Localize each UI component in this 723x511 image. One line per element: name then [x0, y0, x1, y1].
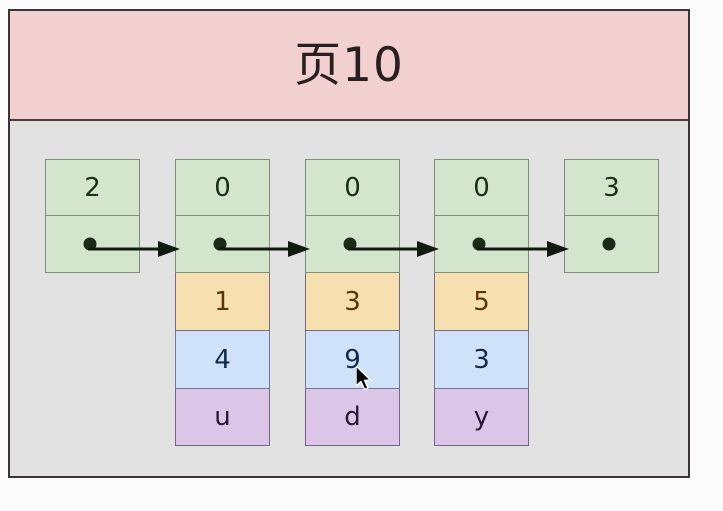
panel-body: 2 0 1 4 u 0 3 — [10, 121, 688, 476]
list-node-1[interactable]: 2 — [45, 159, 140, 273]
pointer-dot-icon — [213, 237, 227, 251]
node-5-value-cell[interactable]: 3 — [564, 159, 659, 216]
node-2-pointer-cell[interactable] — [175, 216, 270, 273]
node-3-pointer-cell[interactable] — [305, 216, 400, 273]
list-node-4[interactable]: 0 5 3 y — [434, 159, 529, 446]
node-4-number-cell[interactable]: 3 — [434, 331, 529, 389]
node-3-value-cell[interactable]: 0 — [305, 159, 400, 216]
pointer-dot-icon — [472, 237, 486, 251]
node-4-char-cell[interactable]: y — [434, 389, 529, 446]
pointer-dot-icon — [602, 237, 616, 251]
page-title: 页10 — [294, 37, 404, 93]
node-2-key-cell[interactable]: 1 — [175, 273, 270, 331]
list-node-2[interactable]: 0 1 4 u — [175, 159, 270, 446]
list-node-5[interactable]: 3 — [564, 159, 659, 273]
node-3-number-cell[interactable]: 9 — [305, 331, 400, 389]
node-2-number-cell[interactable]: 4 — [175, 331, 270, 389]
node-4-pointer-cell[interactable] — [434, 216, 529, 273]
node-1-pointer-cell[interactable] — [45, 216, 140, 273]
node-2-char-cell[interactable]: u — [175, 389, 270, 446]
node-3-char-cell[interactable]: d — [305, 389, 400, 446]
node-4-key-cell[interactable]: 5 — [434, 273, 529, 331]
pointer-dot-icon — [83, 237, 97, 251]
list-node-3[interactable]: 0 3 9 d — [305, 159, 400, 446]
node-5-pointer-cell[interactable] — [564, 216, 659, 273]
node-4-value-cell[interactable]: 0 — [434, 159, 529, 216]
pointer-dot-icon — [343, 237, 357, 251]
panel-header: 页10 — [10, 11, 688, 121]
diagram-panel: 页10 2 0 1 4 u 0 — [8, 9, 690, 478]
node-3-key-cell[interactable]: 3 — [305, 273, 400, 331]
node-1-value-cell[interactable]: 2 — [45, 159, 140, 216]
node-2-value-cell[interactable]: 0 — [175, 159, 270, 216]
